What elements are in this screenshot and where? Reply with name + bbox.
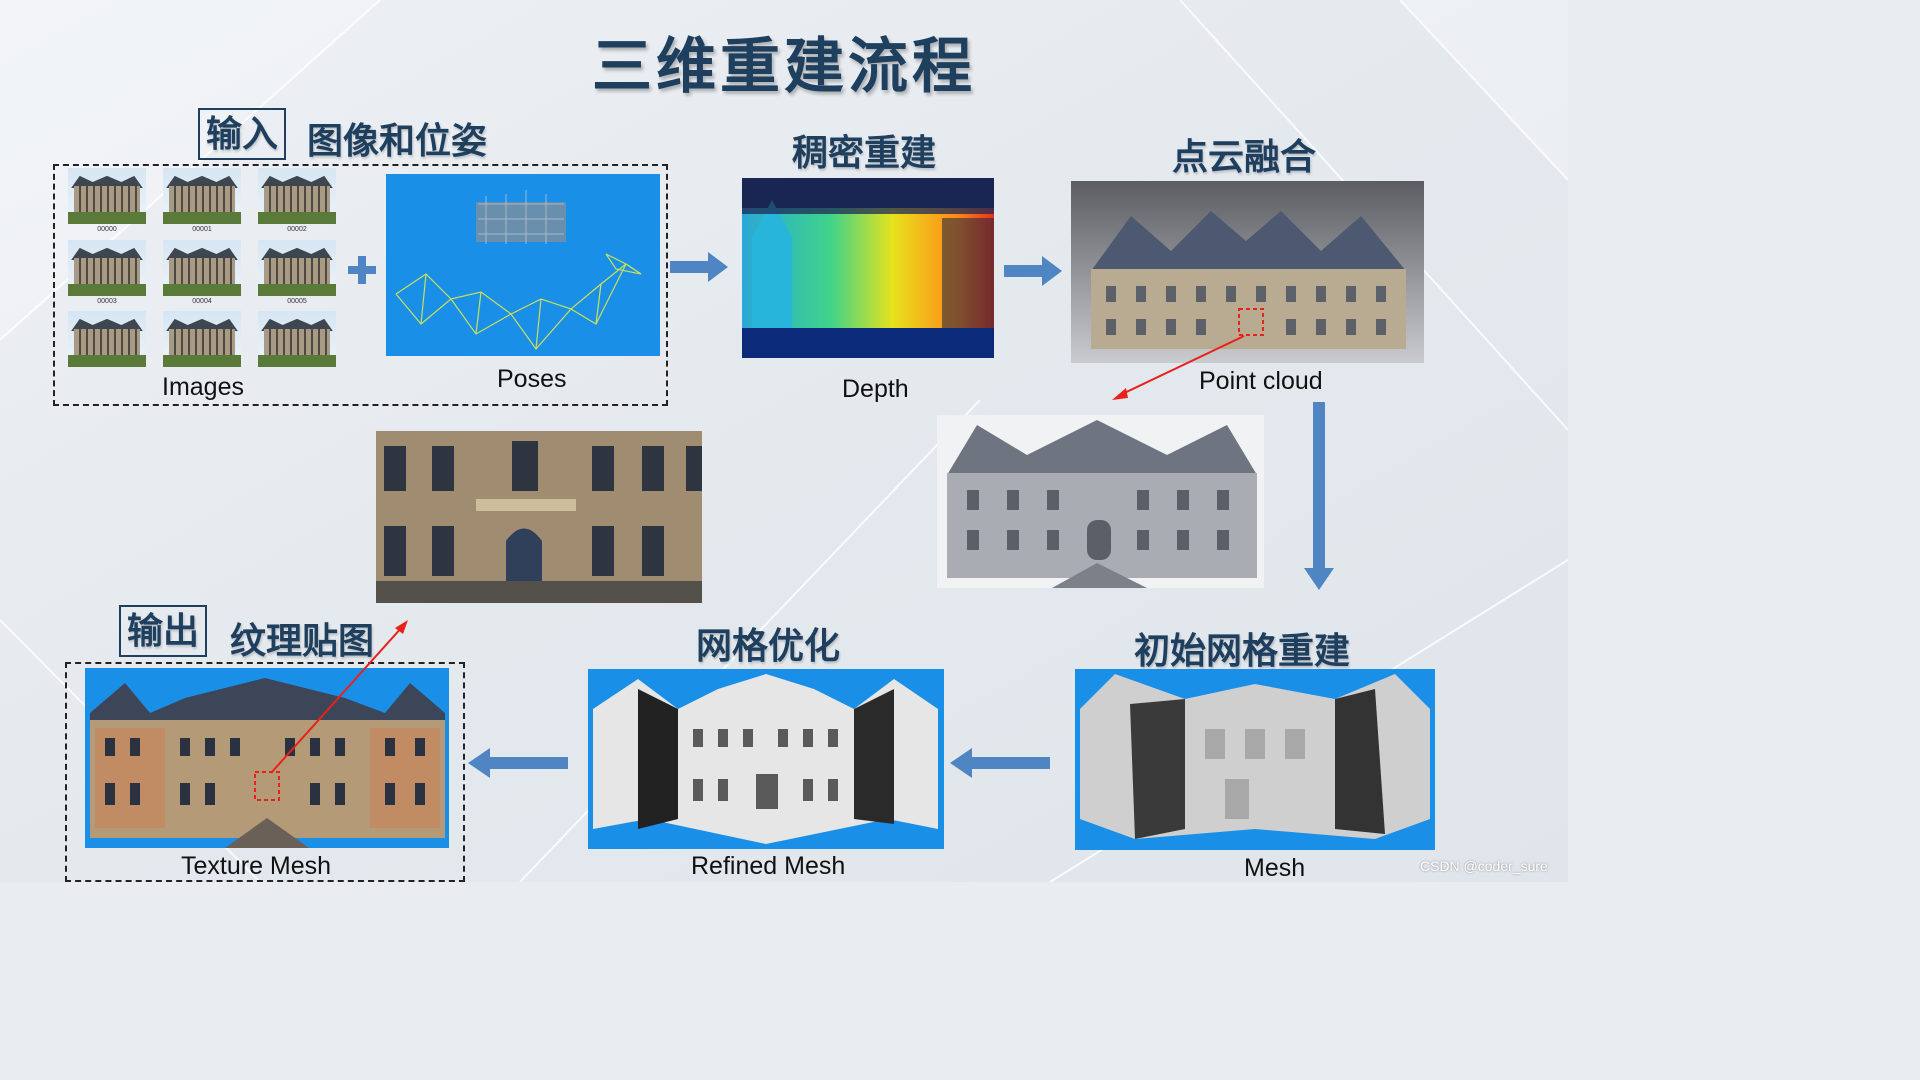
- arrow-right-icon: [1004, 256, 1064, 286]
- mesh-image: [1075, 669, 1435, 850]
- refine-label: 网格优化: [696, 617, 840, 669]
- mesh-caption: Mesh: [1244, 854, 1305, 883]
- image-grid: 00000 00001 00002 00003 00004 00005: [68, 168, 338, 368]
- image-frame-label: 00005: [258, 298, 336, 305]
- dense-label: 稠密重建: [792, 124, 936, 176]
- image-thumb: [163, 240, 241, 296]
- texture-mesh-caption: Texture Mesh: [181, 852, 331, 881]
- image-frame-label: 00004: [163, 298, 241, 305]
- image-thumb: [68, 240, 146, 296]
- image-thumb: [258, 311, 336, 367]
- point-cloud-zoom-image: [937, 415, 1264, 588]
- output-tag: 输出: [119, 605, 207, 657]
- fusion-label: 点云融合: [1172, 128, 1316, 180]
- poses-image: [386, 174, 660, 356]
- depth-caption: Depth: [842, 375, 909, 404]
- page-title: 三维重建流程: [0, 18, 1568, 105]
- arrow-down-icon: [1304, 402, 1334, 592]
- image-thumb: [258, 240, 336, 296]
- arrow-left-icon: [950, 748, 1052, 778]
- image-thumb: [258, 168, 336, 224]
- input-label: 图像和位姿: [307, 112, 487, 164]
- input-tag: 输入: [198, 108, 286, 160]
- images-caption: Images: [162, 373, 244, 402]
- image-frame-label: 00002: [258, 226, 336, 233]
- image-frame-label: 00000: [68, 226, 146, 233]
- zoom-pointer-arrow: [1108, 334, 1248, 404]
- watermark: CSDN @coder_sure: [1420, 858, 1548, 874]
- image-thumb: [68, 311, 146, 367]
- image-frame-label: 00003: [68, 298, 146, 305]
- image-thumb: [163, 311, 241, 367]
- image-thumb: [163, 168, 241, 224]
- refined-mesh-image: [588, 669, 944, 849]
- arrow-left-icon: [468, 748, 570, 778]
- poses-caption: Poses: [497, 365, 566, 394]
- arrow-right-icon: [670, 252, 730, 282]
- plus-icon: [348, 256, 376, 284]
- depth-map-image: [742, 178, 994, 358]
- image-thumb: [68, 168, 146, 224]
- initial-mesh-label: 初始网格重建: [1134, 622, 1350, 674]
- refined-mesh-caption: Refined Mesh: [691, 852, 845, 881]
- texture-detail-image: [376, 431, 702, 603]
- texture-pointer-arrow: [265, 618, 415, 778]
- image-frame-label: 00001: [163, 226, 241, 233]
